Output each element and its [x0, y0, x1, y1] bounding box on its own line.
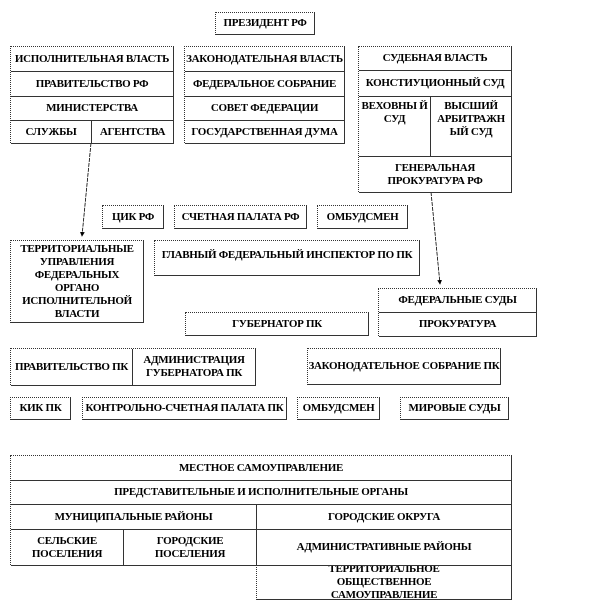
ombudsman-rf: ОМБУДСМЕН — [317, 205, 408, 229]
federal-assembly: ФЕДЕРАЛЬНОЕ СОБРАНИЕ — [185, 72, 345, 97]
supreme-court: ВЕХОВНЫ Й СУД — [359, 97, 431, 157]
administrative-districts: АДМИНИСТРАТИВНЫЕ РАЙОНЫ — [257, 530, 512, 566]
legislative-assembly-pk: ЗАКОНОДАТЕЛЬНОЕ СОБРАНИЕ ПК — [307, 348, 501, 385]
territorial-federal-bodies: ТЕРРИТОРИАЛЬНЫЕ УПРАВЛЕНИЯ ФЕДЕРАЛЬНЫХ О… — [10, 240, 144, 323]
government-pk: ПРАВИТЕЛЬСТВО ПК — [11, 349, 133, 386]
government-rf: ПРАВИТЕЛЬСТВО РФ — [11, 72, 174, 97]
executive-title: ИСПОЛНИТЕЛЬНАЯ ВЛАСТЬ — [11, 47, 174, 72]
cec-rf: ЦИК РФ — [102, 205, 164, 229]
federation-council: СОВЕТ ФЕДЕРАЦИИ — [185, 97, 345, 121]
representative-executive-organs: ПРЕДСТАВИТЕЛЬНЫЕ И ИСПОЛНИТЕЛЬНЫЕ ОРГАНЫ — [11, 481, 512, 505]
federal-courts-group: ФЕДЕРАЛЬНЫЕ СУДЫ ПРОКУРАТУРА — [378, 288, 537, 337]
governor-pk: ГУБЕРНАТОР ПК — [185, 312, 369, 336]
urban-settlements: ГОРОДСКИЕ ПОСЕЛЕНИЯ — [124, 530, 257, 566]
services: СЛУЖБЫ — [11, 121, 92, 144]
legislative-branch: ЗАКОНОДАТЕЛЬНАЯ ВЛАСТЬ ФЕДЕРАЛЬНОЕ СОБРА… — [184, 46, 345, 144]
magistrate-courts: МИРОВЫЕ СУДЫ — [400, 397, 509, 420]
ministries: МИНИСТЕРСТВА — [11, 97, 174, 121]
local-government: МЕСТНОЕ САМОУПРАВЛЕНИЕ ПРЕДСТАВИТЕЛЬНЫЕ … — [10, 455, 512, 566]
regional-executive: ПРАВИТЕЛЬСТВО ПК АДМИНИСТРАЦИЯ ГУБЕРНАТО… — [10, 348, 256, 386]
legislative-title: ЗАКОНОДАТЕЛЬНАЯ ВЛАСТЬ — [185, 47, 345, 72]
audit-chamber-rf: СЧЕТНАЯ ПАЛАТА РФ — [174, 205, 307, 229]
arrow-executive-to-territorial — [79, 142, 92, 237]
agencies: АГЕНТСТВА — [92, 121, 174, 144]
territorial-public-self-government: ТЕРРИТОРИАЛЬНОЕ ОБЩЕСТВЕННОЕ САМОУПРАВЛЕ… — [256, 565, 512, 600]
kik-pk: КИК ПК — [10, 397, 71, 420]
prosecutor-general: ГЕНЕРАЛЬНАЯ ПРОКУРАТУРА РФ — [359, 157, 512, 193]
state-duma: ГОСУДАРСТВЕННАЯ ДУМА — [185, 121, 345, 144]
municipal-districts: МУНИЦИПАЛЬНЫЕ РАЙОНЫ — [11, 505, 257, 530]
constitutional-court: КОНСТИУЦИОННЫЙ СУД — [359, 71, 512, 97]
arrow-prosecutor-to-courts — [430, 191, 442, 285]
president-box: ПРЕЗИДЕНТ РФ — [215, 12, 315, 35]
executive-branch: ИСПОЛНИТЕЛЬНАЯ ВЛАСТЬ ПРАВИТЕЛЬСТВО РФ М… — [10, 46, 174, 144]
control-audit-chamber-pk: КОНТРОЛЬНО-СЧЕТНАЯ ПАЛАТА ПК — [82, 397, 287, 420]
rural-settlements: СЕЛЬСКИЕ ПОСЕЛЕНИЯ — [11, 530, 124, 566]
ombudsman-pk: ОМБУДСМЕН — [297, 397, 380, 420]
judicial-title: СУДЕБНАЯ ВЛАСТЬ — [359, 47, 512, 71]
governor-administration: АДМИНИСТРАЦИЯ ГУБЕРНАТОРА ПК — [133, 349, 256, 386]
prosecution: ПРОКУРАТУРА — [379, 313, 537, 337]
federal-courts: ФЕДЕРАЛЬНЫЕ СУДЫ — [379, 289, 537, 313]
judicial-branch: СУДЕБНАЯ ВЛАСТЬ КОНСТИУЦИОННЫЙ СУД ВЕХОВ… — [358, 46, 512, 193]
chief-federal-inspector: ГЛАВНЫЙ ФЕДЕРАЛЬНЫЙ ИНСПЕКТОР ПО ПК — [154, 240, 420, 276]
supreme-arbitration-court: ВЫСШИЙ АРБИТРАЖН ЫЙ СУД — [431, 97, 512, 157]
urban-districts: ГОРОДСКИЕ ОКРУГА — [257, 505, 512, 530]
local-title: МЕСТНОЕ САМОУПРАВЛЕНИЕ — [11, 456, 512, 481]
